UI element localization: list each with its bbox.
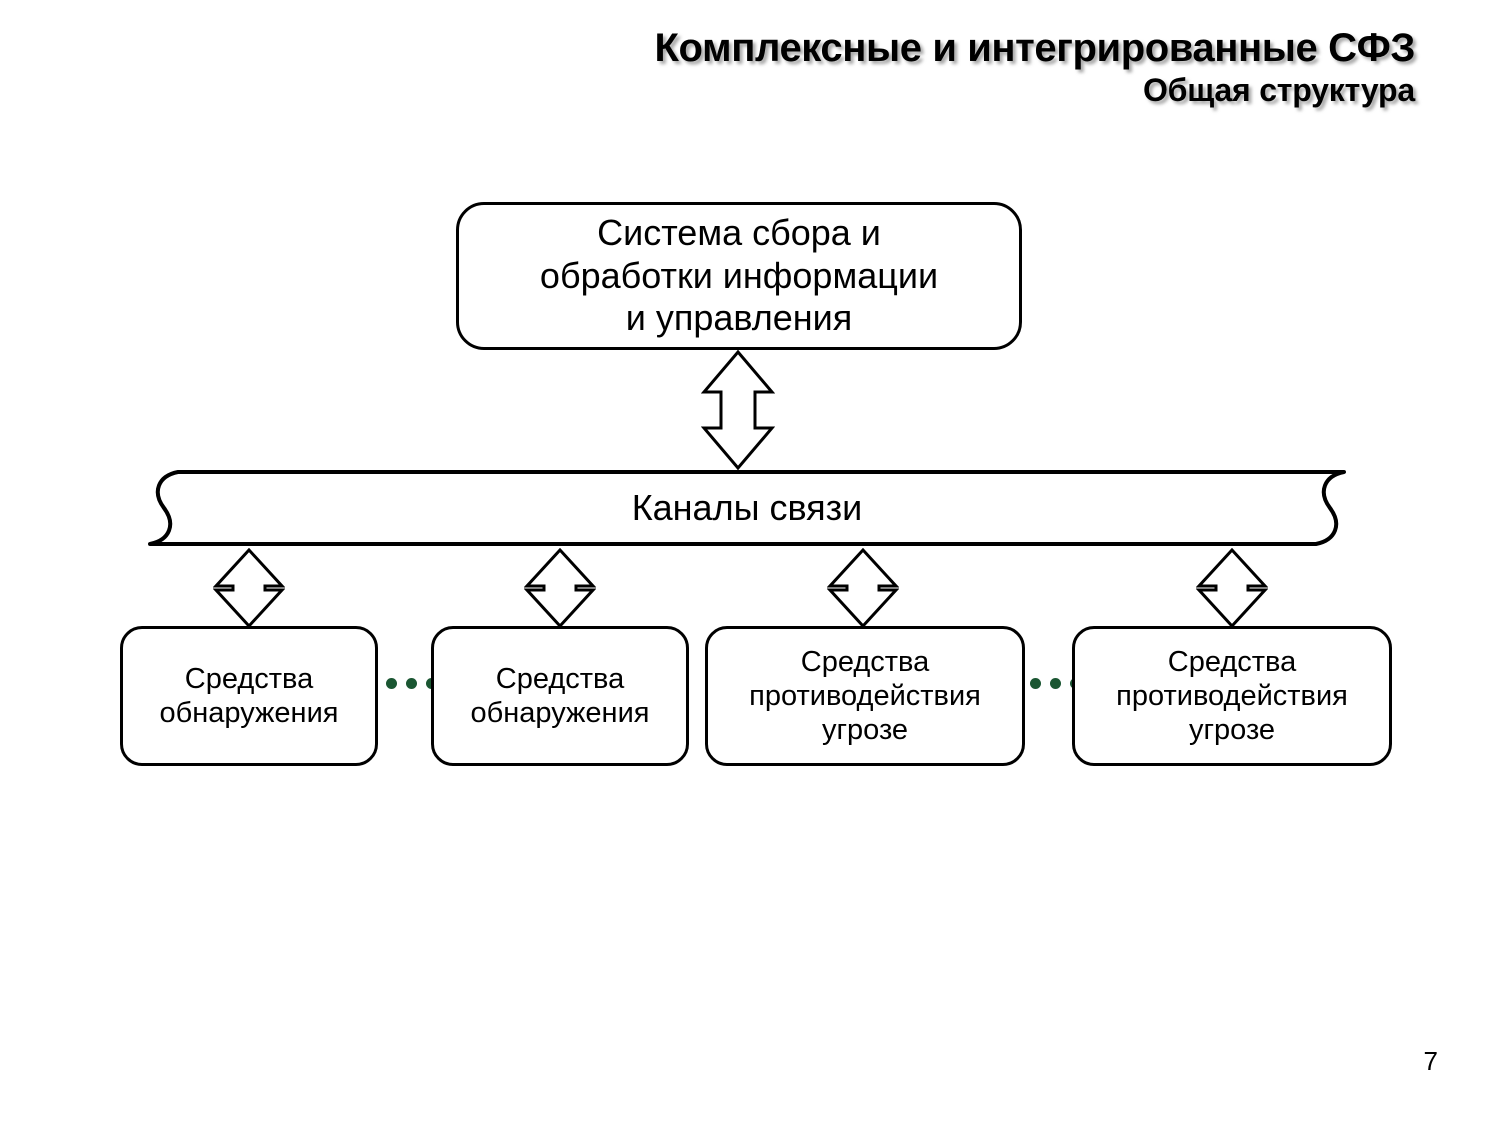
page-title: Комплексные и интегрированные СФЗ <box>654 26 1416 70</box>
connector-channels-to-countermeasure-2 <box>1196 548 1268 628</box>
ellipsis-dot <box>1050 678 1061 689</box>
node-countermeasure-means-2-label: Средства противодействия угрозе <box>1116 645 1348 747</box>
connector-channels-to-detection-2 <box>524 548 596 628</box>
node-detection-means-2-label: Средства обнаружения <box>470 662 650 729</box>
node-countermeasure-means-1[interactable]: Средства противодействия угрозе <box>705 626 1025 766</box>
connector-channels-to-detection-1 <box>213 548 285 628</box>
ellipsis-dot <box>386 678 397 689</box>
node-communication-channels-label: Каналы связи <box>631 487 863 528</box>
node-detection-means-2[interactable]: Средства обнаружения <box>431 626 689 766</box>
node-collection-system[interactable]: Система сбора и обработки информации и у… <box>456 202 1022 350</box>
node-collection-system-label: Система сбора и обработки информации и у… <box>539 212 939 339</box>
ellipsis-dot <box>406 678 417 689</box>
page-number: 7 <box>1423 1046 1438 1076</box>
node-detection-means-1-label: Средства обнаружения <box>159 662 339 729</box>
ellipsis-detection <box>386 678 437 689</box>
node-countermeasure-means-2[interactable]: Средства противодействия угрозе <box>1072 626 1392 766</box>
connector-collection-to-channels <box>701 350 775 470</box>
page-subtitle: Общая структура <box>1142 72 1415 108</box>
ellipsis-dot <box>1030 678 1041 689</box>
node-detection-means-1[interactable]: Средства обнаружения <box>120 626 378 766</box>
slide-title-block: Комплексные и интегрированные СФЗ Общая … <box>415 26 1416 109</box>
node-countermeasure-means-1-label: Средства противодействия угрозе <box>749 645 981 747</box>
connector-channels-to-countermeasure-1 <box>827 548 899 628</box>
node-communication-channels[interactable]: Каналы связи <box>148 468 1346 548</box>
